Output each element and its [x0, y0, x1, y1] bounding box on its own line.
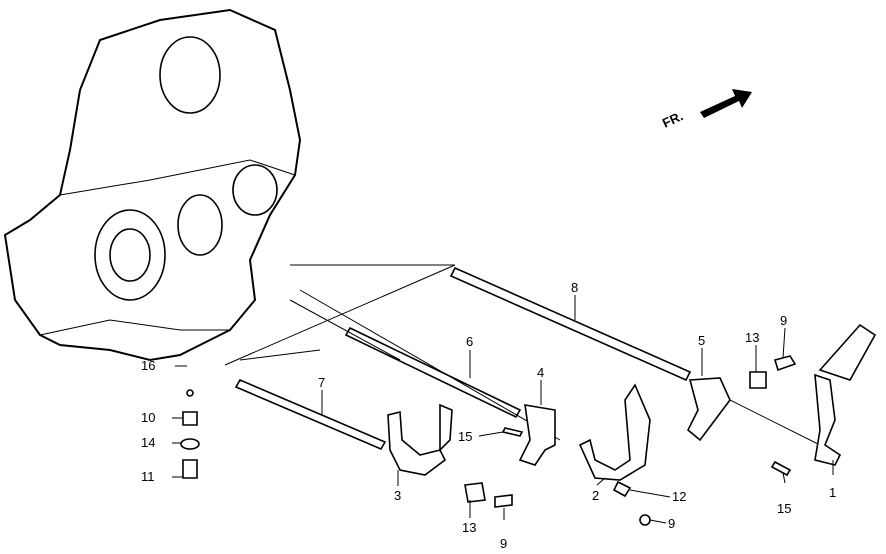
transmission-housing [3, 8, 302, 362]
fork-1 [814, 373, 842, 466]
shaft-7 [234, 378, 387, 451]
callout-13-upper: 13 [745, 330, 759, 345]
callout-14: 14 [141, 435, 155, 450]
shaft-8 [449, 266, 692, 382]
callout-9-upper: 9 [780, 313, 787, 328]
callout-6: 6 [466, 334, 473, 349]
callout-9-right: 9 [668, 516, 675, 531]
callout-15-middle: 15 [458, 429, 472, 444]
callout-10: 10 [141, 410, 155, 425]
callout-2: 2 [592, 488, 599, 503]
fork-4 [518, 404, 556, 466]
callout-5: 5 [698, 333, 705, 348]
shift-shafts [224, 264, 841, 456]
fork-5 [687, 377, 731, 442]
callout-12: 12 [672, 489, 686, 504]
callout-7: 7 [318, 375, 325, 390]
fork-3 [387, 410, 447, 476]
front-direction-indicator: FR. [660, 89, 752, 131]
shift-forks [387, 323, 877, 481]
leader-lines [172, 295, 834, 524]
hardware [180, 355, 797, 526]
callout-11: 11 [141, 469, 155, 484]
callout-9-lower: 9 [500, 536, 507, 551]
callout-16: 16 [141, 358, 155, 373]
callout-8: 8 [571, 280, 578, 295]
shaft-6 [344, 326, 522, 419]
callout-15-right: 15 [777, 501, 791, 516]
callout-4: 4 [537, 365, 544, 380]
front-arrow-icon [700, 89, 752, 118]
callout-1: 1 [829, 485, 836, 500]
callout-13-lower: 13 [462, 520, 476, 535]
fork-2 [578, 383, 651, 481]
callout-3: 3 [394, 488, 401, 503]
front-label: FR. [660, 108, 685, 130]
